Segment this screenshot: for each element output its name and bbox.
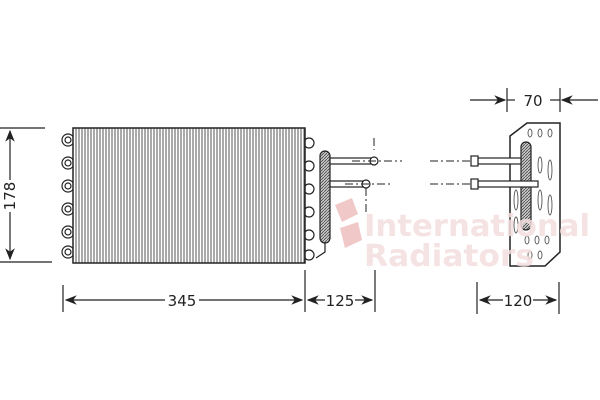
side-depth-label: 120: [504, 292, 533, 310]
header-tube: [319, 150, 331, 244]
pipe-offset-label: 70: [523, 92, 542, 110]
side-view: [470, 122, 561, 267]
watermark-line1: International: [364, 209, 590, 244]
header-tube-bend: [315, 243, 326, 259]
watermark-logo: [335, 198, 362, 248]
core-width-label: 345: [168, 292, 197, 310]
watermark-line2: Radiators: [364, 239, 534, 274]
centerlines: [345, 138, 470, 215]
evaporator-core: [72, 127, 306, 264]
watermark: International Radiators: [335, 198, 590, 274]
pipe-length-label: 125: [326, 292, 355, 310]
left-tube-bends: [61, 133, 75, 259]
height-label: 178: [1, 182, 19, 211]
outlet-pipes-front: [329, 156, 379, 189]
